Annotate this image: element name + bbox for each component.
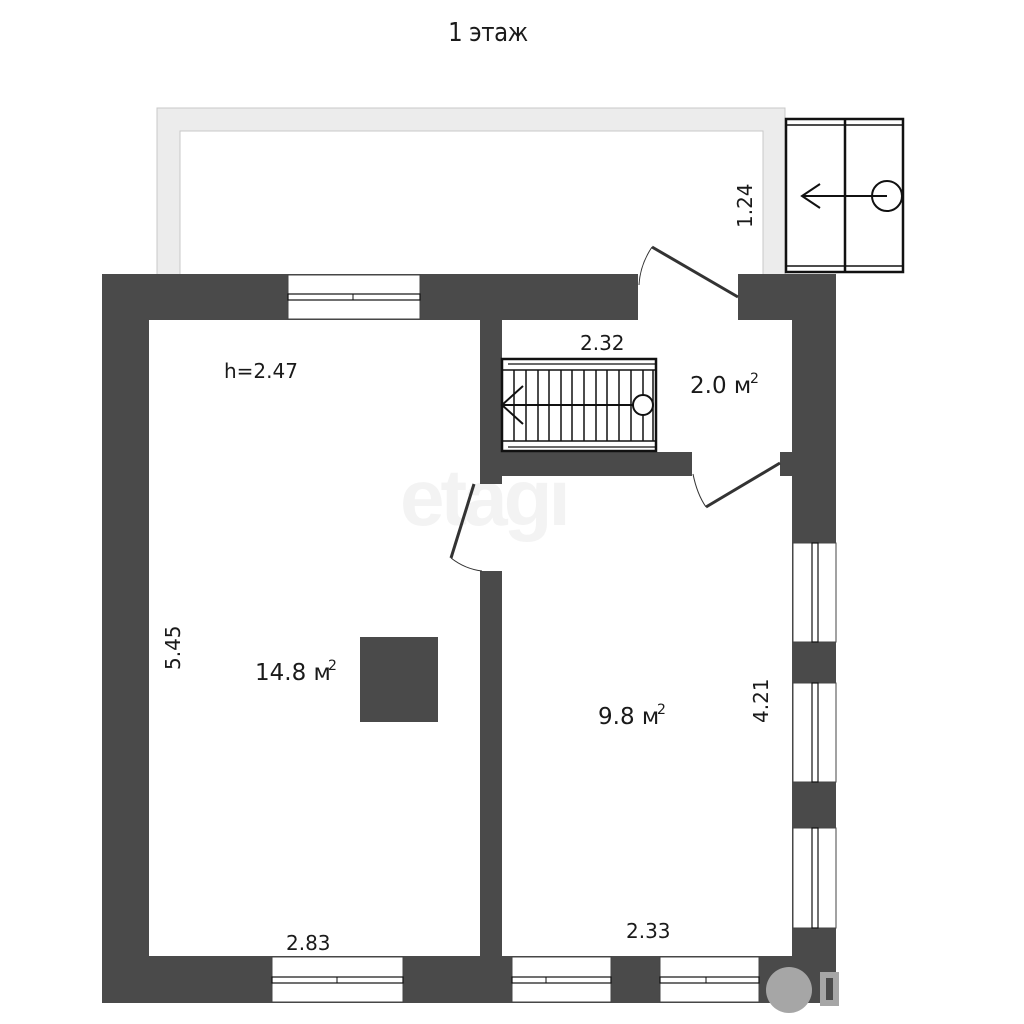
door-entrance	[638, 245, 739, 299]
dim-right-length: 4.21	[749, 678, 773, 723]
area-hall: 2.0 м	[690, 373, 751, 399]
area-left-room-sup: 2	[328, 658, 337, 674]
exterior-stairs	[784, 117, 905, 274]
dim-terrace-depth: 1.24	[733, 183, 757, 228]
floor-title: 1 этаж	[448, 18, 528, 48]
dim-left-length: 5.45	[161, 625, 185, 670]
window-right-1	[792, 542, 837, 643]
area-left-room: 14.8 м	[255, 660, 331, 686]
ceiling-height-label: h=2.47	[224, 359, 298, 383]
area-right-room-sup: 2	[657, 702, 666, 718]
window-bottom-2	[511, 956, 612, 1003]
interior-stairs	[500, 357, 658, 453]
area-hall-sup: 2	[750, 371, 759, 387]
dim-left-width: 2.83	[286, 931, 331, 955]
dim-hall-width: 2.32	[580, 331, 625, 355]
logo-badge	[766, 967, 839, 1013]
door-hall-right	[692, 461, 781, 509]
dim-right-width: 2.33	[626, 919, 671, 943]
terrace	[156, 107, 786, 276]
window-bottom-3	[659, 956, 760, 1003]
windows	[271, 274, 837, 1003]
labels: h=2.47 14.8 м 2 9.8 м 2 2.0 м 2 2.83 2.3…	[161, 183, 773, 955]
window-top	[287, 274, 421, 320]
doors	[449, 245, 781, 572]
area-right-room: 9.8 м	[598, 704, 659, 730]
window-right-3	[792, 827, 837, 929]
window-bottom-1	[271, 956, 404, 1003]
window-right-2	[792, 682, 837, 783]
door-left-room	[449, 483, 483, 572]
